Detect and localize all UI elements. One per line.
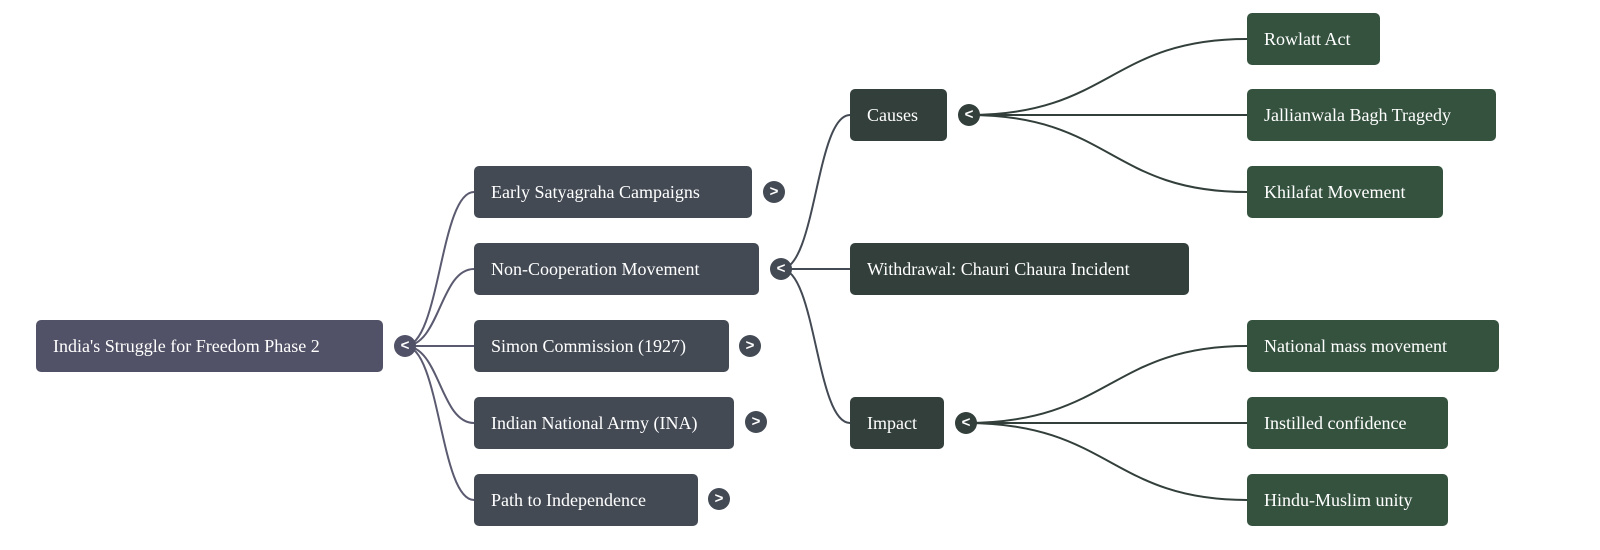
node-label: Withdrawal: Chauri Chaura Incident bbox=[867, 259, 1130, 279]
root-label: India's Struggle for Freedom Phase 2 bbox=[53, 336, 320, 356]
impact-edges bbox=[965, 345, 1248, 501]
node-simon-commission[interactable]: Simon Commission (1927) bbox=[474, 320, 729, 372]
node-impact[interactable]: Impact bbox=[850, 397, 944, 449]
node-label: Path to Independence bbox=[491, 490, 646, 510]
expand-toggle-path-to-independence[interactable]: > bbox=[708, 488, 730, 510]
expand-toggle-simon-commission[interactable]: > bbox=[739, 335, 761, 357]
node-label: Non-Cooperation Movement bbox=[491, 259, 700, 279]
node-label: Simon Commission (1927) bbox=[491, 336, 687, 356]
causes-edges bbox=[968, 38, 1248, 193]
node-withdrawal[interactable]: Withdrawal: Chauri Chaura Incident bbox=[850, 243, 1189, 295]
node-label: Impact bbox=[867, 413, 917, 433]
node-path-to-independence[interactable]: Path to Independence bbox=[474, 474, 698, 526]
expand-toggle-ina[interactable]: > bbox=[745, 411, 767, 433]
node-ina[interactable]: Indian National Army (INA) bbox=[474, 397, 734, 449]
collapse-toggle-causes[interactable]: < bbox=[958, 104, 980, 126]
collapse-toggle-non-cooperation[interactable]: < bbox=[770, 258, 792, 280]
node-early-satyagraha[interactable]: Early Satyagraha Campaigns bbox=[474, 166, 752, 218]
node-khilafat[interactable]: Khilafat Movement bbox=[1247, 166, 1443, 218]
node-non-cooperation[interactable]: Non-Cooperation Movement bbox=[474, 243, 759, 295]
noncoop-edges bbox=[780, 114, 851, 424]
node-label: Causes bbox=[867, 105, 918, 125]
node-hindu-muslim-unity[interactable]: Hindu-Muslim unity bbox=[1247, 474, 1448, 526]
node-instilled-confidence[interactable]: Instilled confidence bbox=[1247, 397, 1448, 449]
node-rowlatt-act[interactable]: Rowlatt Act bbox=[1247, 13, 1380, 65]
collapse-toggle-impact[interactable]: < bbox=[955, 412, 977, 434]
expand-toggle-early-satyagraha[interactable]: > bbox=[763, 181, 785, 203]
node-label: Instilled confidence bbox=[1264, 413, 1407, 433]
node-label: Early Satyagraha Campaigns bbox=[491, 182, 700, 202]
node-jallianwala[interactable]: Jallianwala Bagh Tragedy bbox=[1247, 89, 1496, 141]
node-label: Jallianwala Bagh Tragedy bbox=[1264, 105, 1451, 125]
node-label: Hindu-Muslim unity bbox=[1264, 490, 1413, 510]
node-causes[interactable]: Causes bbox=[850, 89, 947, 141]
root-collapse-toggle[interactable]: < bbox=[394, 335, 416, 357]
node-label: National mass movement bbox=[1264, 336, 1447, 356]
root-node[interactable]: India's Struggle for Freedom Phase 2 bbox=[36, 320, 383, 372]
node-national-mass-movement[interactable]: National mass movement bbox=[1247, 320, 1499, 372]
node-label: Indian National Army (INA) bbox=[491, 413, 698, 433]
node-label: Khilafat Movement bbox=[1264, 182, 1406, 202]
node-label: Rowlatt Act bbox=[1264, 29, 1351, 49]
